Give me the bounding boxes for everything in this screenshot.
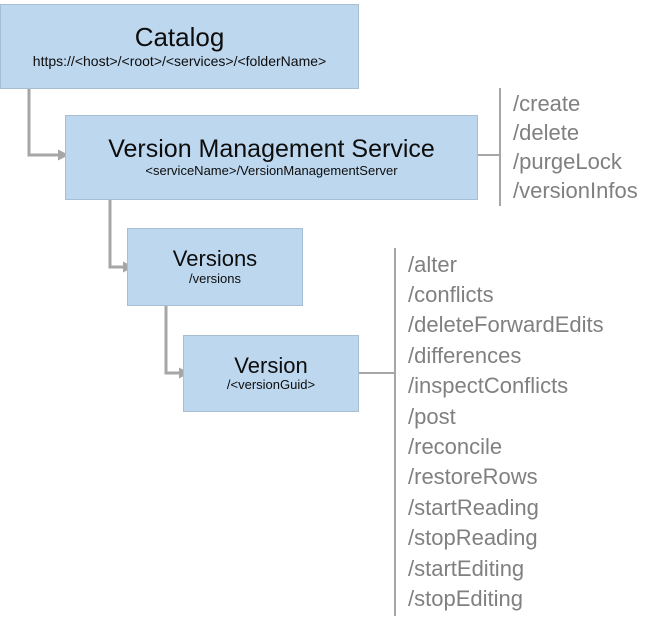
node-versions[interactable]: Versions /versions bbox=[127, 228, 303, 306]
operation-item[interactable]: /reconcile bbox=[408, 434, 503, 459]
operation-item[interactable]: /differences bbox=[408, 342, 522, 368]
operation-list-version-rail bbox=[394, 248, 396, 616]
operation-list-service-rail bbox=[499, 88, 501, 206]
operation-item[interactable]: /stopReading bbox=[408, 525, 538, 551]
node-versions-subtitle: /versions bbox=[188, 270, 242, 286]
operation-item[interactable]: /inspectConflicts bbox=[408, 373, 569, 399]
node-catalog-title: Catalog bbox=[134, 21, 225, 52]
operation-item[interactable]: /startReading bbox=[408, 494, 539, 520]
node-version-management-service-subtitle: <serviceName>/VersionManagementServer bbox=[145, 162, 398, 178]
operation-item[interactable]: /stopEditing bbox=[408, 586, 523, 612]
node-catalog-subtitle: https://<host>/<root>/<services>/<folder… bbox=[32, 53, 327, 70]
node-version[interactable]: Version /<versionGuid> bbox=[183, 335, 359, 412]
operation-item[interactable]: /restoreRows bbox=[408, 464, 538, 490]
connector-service-to-operations bbox=[477, 153, 501, 157]
operation-item[interactable]: /purgeLock bbox=[513, 149, 622, 174]
node-versions-title: Versions bbox=[172, 246, 258, 272]
node-catalog[interactable]: Catalog https://<host>/<root>/<services>… bbox=[0, 4, 359, 89]
operation-list-service: /create/delete/purgeLock/versionInfos bbox=[499, 88, 638, 206]
operation-list-version: /alter/conflicts/deleteForwardEdits/diff… bbox=[394, 248, 604, 616]
operation-item[interactable]: /delete bbox=[513, 120, 580, 145]
node-version-title: Version bbox=[234, 352, 308, 378]
operation-item[interactable]: /alter bbox=[408, 251, 457, 277]
operation-item[interactable]: /versionInfos bbox=[513, 178, 638, 203]
operation-item[interactable]: /startEditing bbox=[408, 555, 525, 581]
operation-item[interactable]: /post bbox=[408, 403, 456, 429]
node-version-management-service-title: Version Management Service bbox=[108, 135, 435, 164]
operation-list-service-items: /create/delete/purgeLock/versionInfos bbox=[501, 88, 638, 206]
operation-item[interactable]: /conflicts bbox=[408, 281, 494, 307]
connector-version-to-operations bbox=[358, 371, 396, 375]
node-version-management-service[interactable]: Version Management Service <serviceName>… bbox=[65, 115, 478, 200]
operation-list-version-items: /alter/conflicts/deleteForwardEdits/diff… bbox=[396, 248, 604, 616]
node-version-subtitle: /<versionGuid> bbox=[226, 377, 316, 393]
operation-item[interactable]: /create bbox=[513, 91, 581, 116]
operation-item[interactable]: /deleteForwardEdits bbox=[408, 312, 604, 338]
